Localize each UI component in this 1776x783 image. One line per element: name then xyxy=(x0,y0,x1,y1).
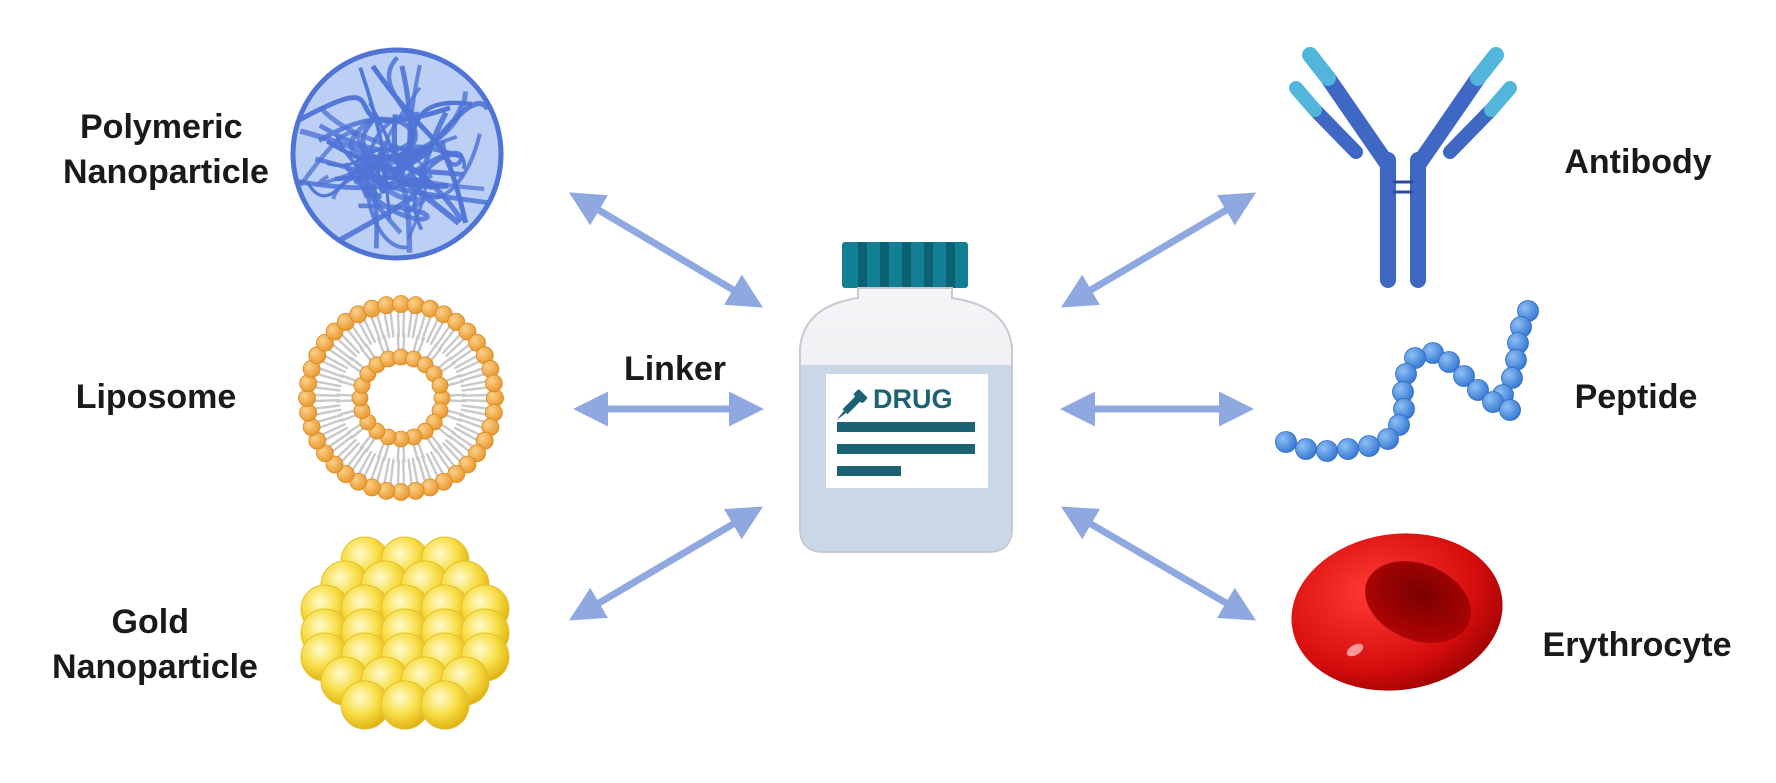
antibody-label: Antibody xyxy=(1564,143,1711,181)
liposome xyxy=(298,295,504,501)
label-line xyxy=(837,444,975,454)
drug-bottle: DRUG xyxy=(799,242,1013,553)
drug-label-text: DRUG xyxy=(873,384,953,414)
arrow-polymeric xyxy=(568,192,764,308)
arrow-antibody xyxy=(1060,192,1257,308)
polymeric-nanoparticle-label: Polymeric Nanoparticle xyxy=(63,108,269,191)
peptide xyxy=(1275,300,1539,462)
liposome-label: Liposome xyxy=(76,378,237,416)
label-line xyxy=(837,422,975,432)
dropper-icon xyxy=(836,389,868,421)
erythrocyte-label: Erythrocyte xyxy=(1543,626,1732,664)
gold-nanoparticle-label: Gold Nanoparticle xyxy=(52,603,258,686)
gold-nanoparticle xyxy=(300,536,510,730)
peptide-label: Peptide xyxy=(1575,378,1698,416)
arrow-gold xyxy=(568,506,764,621)
label-line xyxy=(837,466,901,476)
erythrocyte xyxy=(1291,533,1503,691)
linker-label: Linker xyxy=(624,350,726,388)
polymeric-nanoparticle xyxy=(290,47,504,261)
linker-arrows xyxy=(568,192,1257,621)
antibody xyxy=(1289,47,1517,288)
arrow-erythrocyte xyxy=(1060,506,1257,621)
